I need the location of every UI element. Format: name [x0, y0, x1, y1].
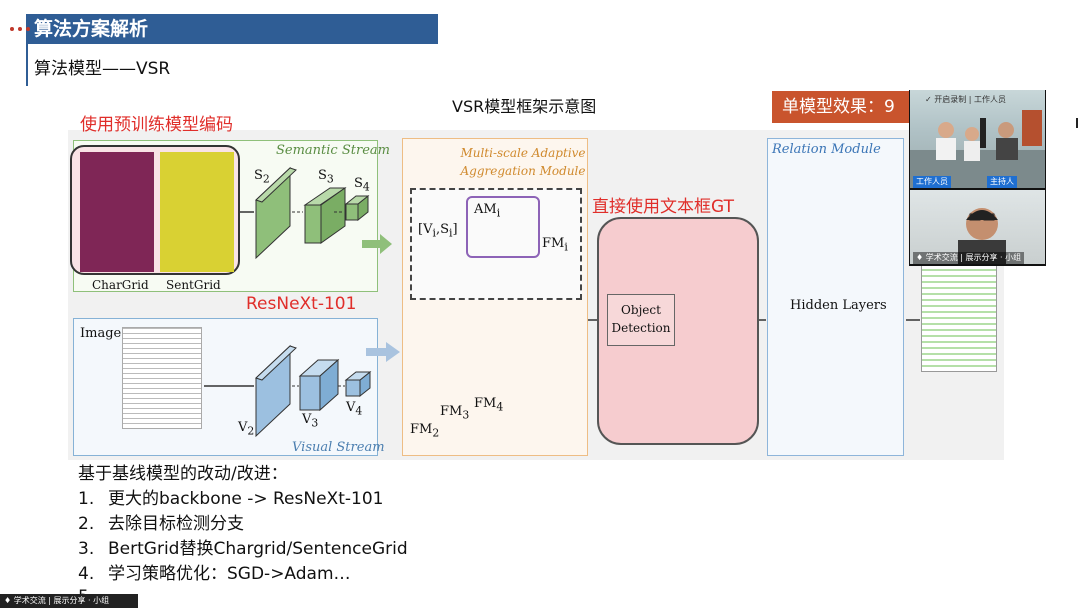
- list-item: 1.更大的backbone -> ResNeXt-101: [78, 489, 384, 509]
- visual-stream-label: Visual Stream: [292, 440, 385, 455]
- fm4-label: FM4: [474, 396, 504, 414]
- visual-to-msaam-arrow: [366, 342, 400, 362]
- host-name-tag: 主持人: [987, 176, 1017, 188]
- v3-label: V3: [302, 412, 319, 430]
- window-edge-marker: [1076, 118, 1078, 128]
- participant-name-tag: 工作人员: [913, 176, 951, 188]
- improvements-intro: 基于基线模型的改动/改进：: [78, 464, 288, 484]
- recording-indicator: ✓ 开启录制 | 工作人员: [925, 95, 1007, 104]
- s3-label: S3: [318, 168, 334, 186]
- sentgrid-label: SentGrid: [166, 278, 221, 292]
- am-label: AMi: [474, 202, 501, 220]
- single-model-effect-badge: 单模型效果：9: [772, 91, 912, 123]
- pretrain-note: 使用预训练模型编码: [80, 115, 233, 135]
- document-image: [122, 327, 202, 429]
- meeting-status-bar[interactable]: ♦ 学术交流 | 展示分享 · 小组: [0, 594, 138, 608]
- chargrid-image: [80, 152, 154, 272]
- msaam-label: Multi-scale Adaptive Aggregation Module: [460, 146, 586, 178]
- section-title: 算法方案解析: [34, 18, 149, 40]
- v4-label: V4: [346, 400, 363, 418]
- list-item: 3.BertGrid替换Chargrid/SentenceGrid: [78, 539, 408, 559]
- s4-label: S4: [354, 176, 370, 194]
- result-document-thumbnail: [921, 256, 997, 372]
- hidden-layers-label: Hidden Layers: [790, 298, 887, 313]
- speaker-name-tag: ♦ 学术交流 | 展示分享 · 小组: [913, 252, 1025, 264]
- chargrid-label: CharGrid: [92, 278, 149, 292]
- fm2-label: FM2: [410, 422, 440, 440]
- semantic-feature-maps: [240, 166, 370, 260]
- image-label: Image: [80, 326, 122, 341]
- semantic-stream-label: Semantic Stream: [276, 143, 390, 158]
- subtitle-divider: [26, 44, 28, 86]
- visual-feature-maps: [204, 344, 372, 438]
- speaker-video[interactable]: [910, 190, 1045, 264]
- relation-module-label: Relation Module: [772, 142, 881, 157]
- attention-module-box: [466, 196, 540, 258]
- fm3-label: FM3: [440, 404, 470, 422]
- slide-subtitle: 算法模型——VSR: [34, 59, 171, 79]
- list-item: 4.学习策略优化：SGD->Adam…: [78, 564, 351, 584]
- relation-module-panel: [767, 138, 904, 456]
- object-detection-box: Object Detection: [607, 294, 675, 346]
- list-item: 2.去除目标检测分支: [78, 514, 244, 534]
- speaker-illustration: [958, 208, 1006, 264]
- vs-concat-label: [Vi,Si]: [418, 222, 458, 240]
- semantic-to-msaam-arrow: [362, 234, 392, 254]
- header-accent-dots: [10, 26, 34, 32]
- s2-label: S2: [254, 168, 270, 186]
- msaam-attention-block: [410, 188, 582, 300]
- sentgrid-image: [160, 152, 234, 272]
- v2-label: V2: [238, 420, 255, 438]
- diagram-caption: VSR模型框架示意图: [452, 97, 597, 116]
- fm-i-label: FMi: [542, 236, 568, 254]
- section-header-bar: [26, 14, 438, 44]
- gt-note: 直接使用文本框GT: [592, 197, 734, 217]
- resnext-note: ResNeXt-101: [246, 294, 357, 314]
- participant-video-group[interactable]: [910, 90, 1045, 188]
